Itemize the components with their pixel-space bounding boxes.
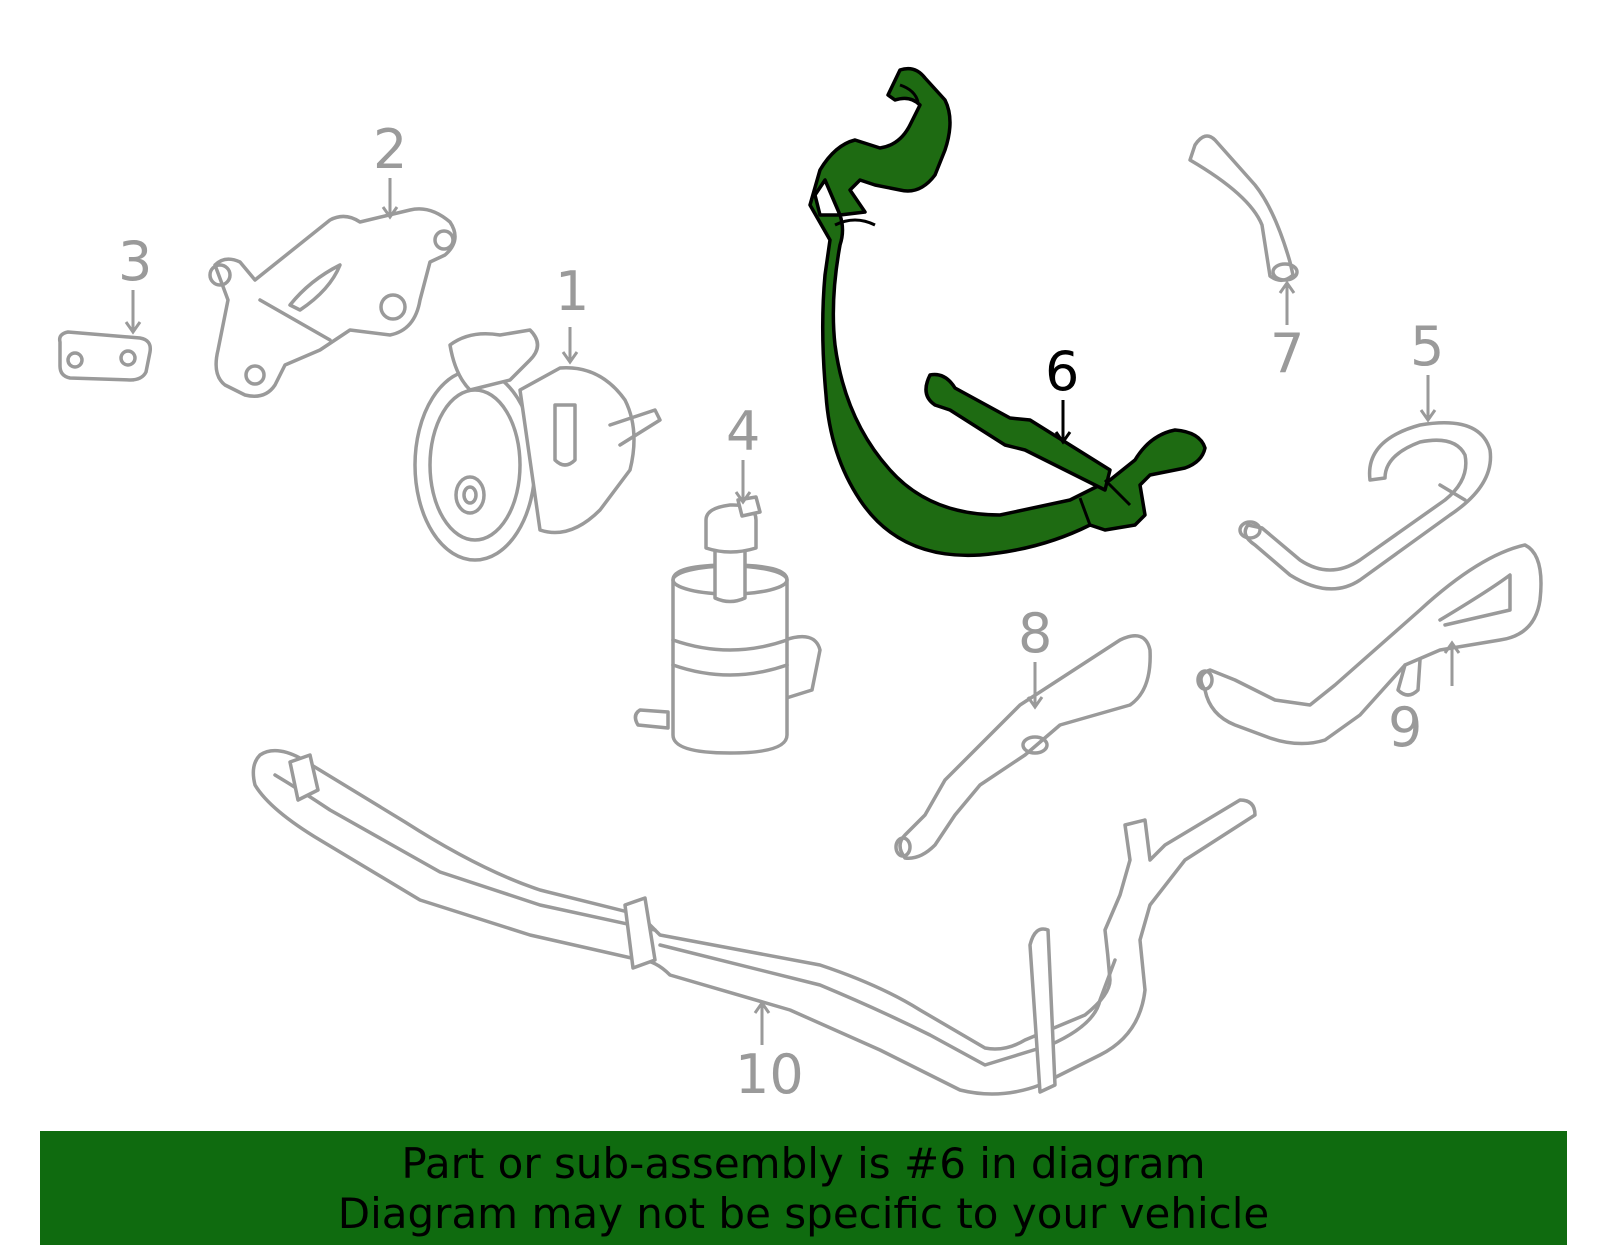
part-6-pressure-hose <box>808 66 1207 558</box>
callout-4: 4 <box>726 400 760 463</box>
part-9-hose <box>1196 543 1543 746</box>
callout-10: 10 <box>735 1043 804 1106</box>
callout-3: 3 <box>118 230 152 293</box>
callout-6: 6 <box>1045 340 1079 403</box>
callout-arrows <box>124 178 1461 1045</box>
part-5-hose <box>1238 421 1493 591</box>
part-8-hose <box>894 634 1152 860</box>
callout-2: 2 <box>373 118 407 181</box>
callout-7: 7 <box>1270 322 1304 385</box>
callout-1: 1 <box>555 260 589 323</box>
part-10-pipe <box>251 748 1257 1096</box>
part-3-bracket <box>57 330 153 382</box>
part-4-reservoir <box>633 495 822 755</box>
part-7-hose <box>1188 134 1299 282</box>
part-2-mount-bracket <box>208 207 457 398</box>
banner-line-2: Diagram may not be specific to your vehi… <box>337 1189 1270 1238</box>
part-1-pump <box>413 328 662 562</box>
callout-8: 8 <box>1018 602 1052 665</box>
banner-line-1: Part or sub-assembly is #6 in diagram <box>401 1139 1206 1188</box>
info-banner: Part or sub-assembly is #6 in diagram Di… <box>40 1131 1567 1245</box>
callout-9: 9 <box>1388 696 1422 759</box>
callout-5: 5 <box>1410 315 1444 378</box>
